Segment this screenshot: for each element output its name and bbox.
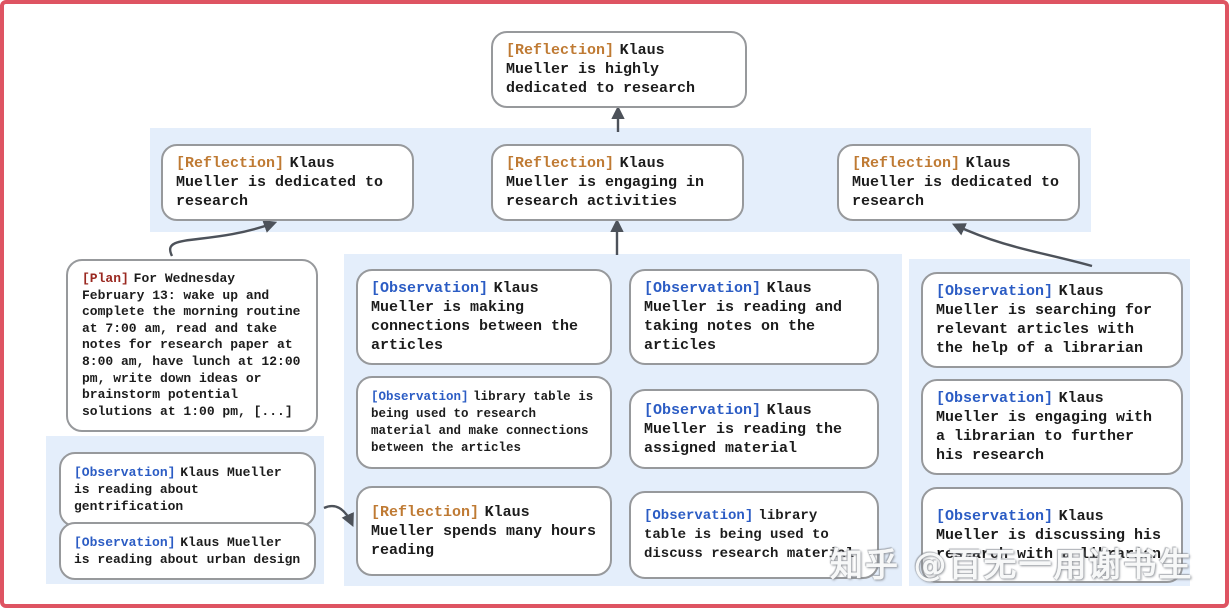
- node-text: Klaus Mueller is reading about gentrific…: [74, 465, 282, 514]
- node-text: Klaus Mueller spends many hours reading: [371, 503, 597, 559]
- observation-tag: [Observation]: [74, 465, 176, 480]
- node-text: Klaus Mueller is reading the assigned ma…: [644, 401, 843, 457]
- reflection-tag: [Reflection]: [176, 155, 285, 172]
- observation-node-discussing-librarian: [Observation]Klaus Mueller is discussing…: [921, 487, 1183, 583]
- observation-tag: [Observation]: [644, 280, 762, 297]
- observation-tag: [Observation]: [936, 283, 1054, 300]
- reflection-node-right: [Reflection]Klaus Mueller is dedicated t…: [837, 144, 1080, 221]
- reflection-tag: [Reflection]: [506, 155, 615, 172]
- zhihu-watermark: 知乎 @百无一用谢书生: [830, 545, 1194, 584]
- observation-node-urban-design: [Observation]Klaus Mueller is reading ab…: [59, 522, 316, 580]
- node-text: Klaus Mueller is dedicated to research: [176, 155, 384, 210]
- node-text: Klaus Mueller is engaging in research ac…: [506, 155, 705, 210]
- observation-node-library-research: [Observation]library table is being used…: [356, 376, 612, 469]
- node-text: Klaus Mueller is engaging with a librari…: [936, 390, 1153, 464]
- observation-tag: [Observation]: [936, 390, 1054, 407]
- plan-tag: [Plan]: [82, 271, 129, 286]
- reflection-tag: [Reflection]: [506, 42, 615, 59]
- observation-tag: [Observation]: [936, 507, 1054, 525]
- node-text: Klaus Mueller is highly dedicated to res…: [506, 42, 696, 97]
- observation-node-gentrification: [Observation]Klaus Mueller is reading ab…: [59, 452, 316, 527]
- observation-node-taking-notes: [Observation]Klaus Mueller is reading an…: [629, 269, 879, 365]
- node-text: library table is being used to research …: [371, 389, 594, 455]
- observation-node-engaging-librarian: [Observation]Klaus Mueller is engaging w…: [921, 379, 1183, 475]
- reflection-node-mid: [Reflection]Klaus Mueller is engaging in…: [491, 144, 744, 221]
- root-reflection-node: [Reflection]Klaus Mueller is highly dedi…: [491, 31, 747, 108]
- node-text: Klaus Mueller is reading about urban des…: [74, 535, 301, 567]
- plan-node: [Plan]For Wednesday February 13: wake up…: [66, 259, 318, 433]
- observation-node-making-connections: [Observation]Klaus Mueller is making con…: [356, 269, 612, 365]
- reflection-tag: [Reflection]: [371, 503, 480, 521]
- observation-node-discuss-material: [Observation]library table is being used…: [629, 491, 879, 579]
- observation-tag: [Observation]: [371, 389, 469, 404]
- reflection-node-hours-reading: [Reflection]Klaus Mueller spends many ho…: [356, 486, 612, 576]
- reflection-node-left: [Reflection]Klaus Mueller is dedicated t…: [161, 144, 414, 221]
- observation-node-searching-articles: [Observation]Klaus Mueller is searching …: [921, 272, 1183, 368]
- reflection-tag: [Reflection]: [852, 155, 961, 172]
- observation-tag: [Observation]: [371, 280, 489, 297]
- observation-tag: [Observation]: [644, 507, 754, 524]
- node-text: library table is being used to discuss r…: [644, 507, 855, 562]
- observation-tag: [Observation]: [644, 401, 762, 419]
- node-text: Klaus Mueller is reading and taking note…: [644, 280, 843, 354]
- node-text: Klaus Mueller is discussing his research…: [936, 507, 1162, 563]
- node-text: Klaus Mueller is making connections betw…: [371, 280, 579, 354]
- node-text: For Wednesday February 13: wake up and c…: [82, 271, 301, 419]
- observation-tag: [Observation]: [74, 535, 176, 550]
- node-text: Klaus Mueller is dedicated to research: [852, 155, 1060, 210]
- node-text: Klaus Mueller is searching for relevant …: [936, 283, 1153, 357]
- observation-node-assigned-material: [Observation]Klaus Mueller is reading th…: [629, 389, 879, 469]
